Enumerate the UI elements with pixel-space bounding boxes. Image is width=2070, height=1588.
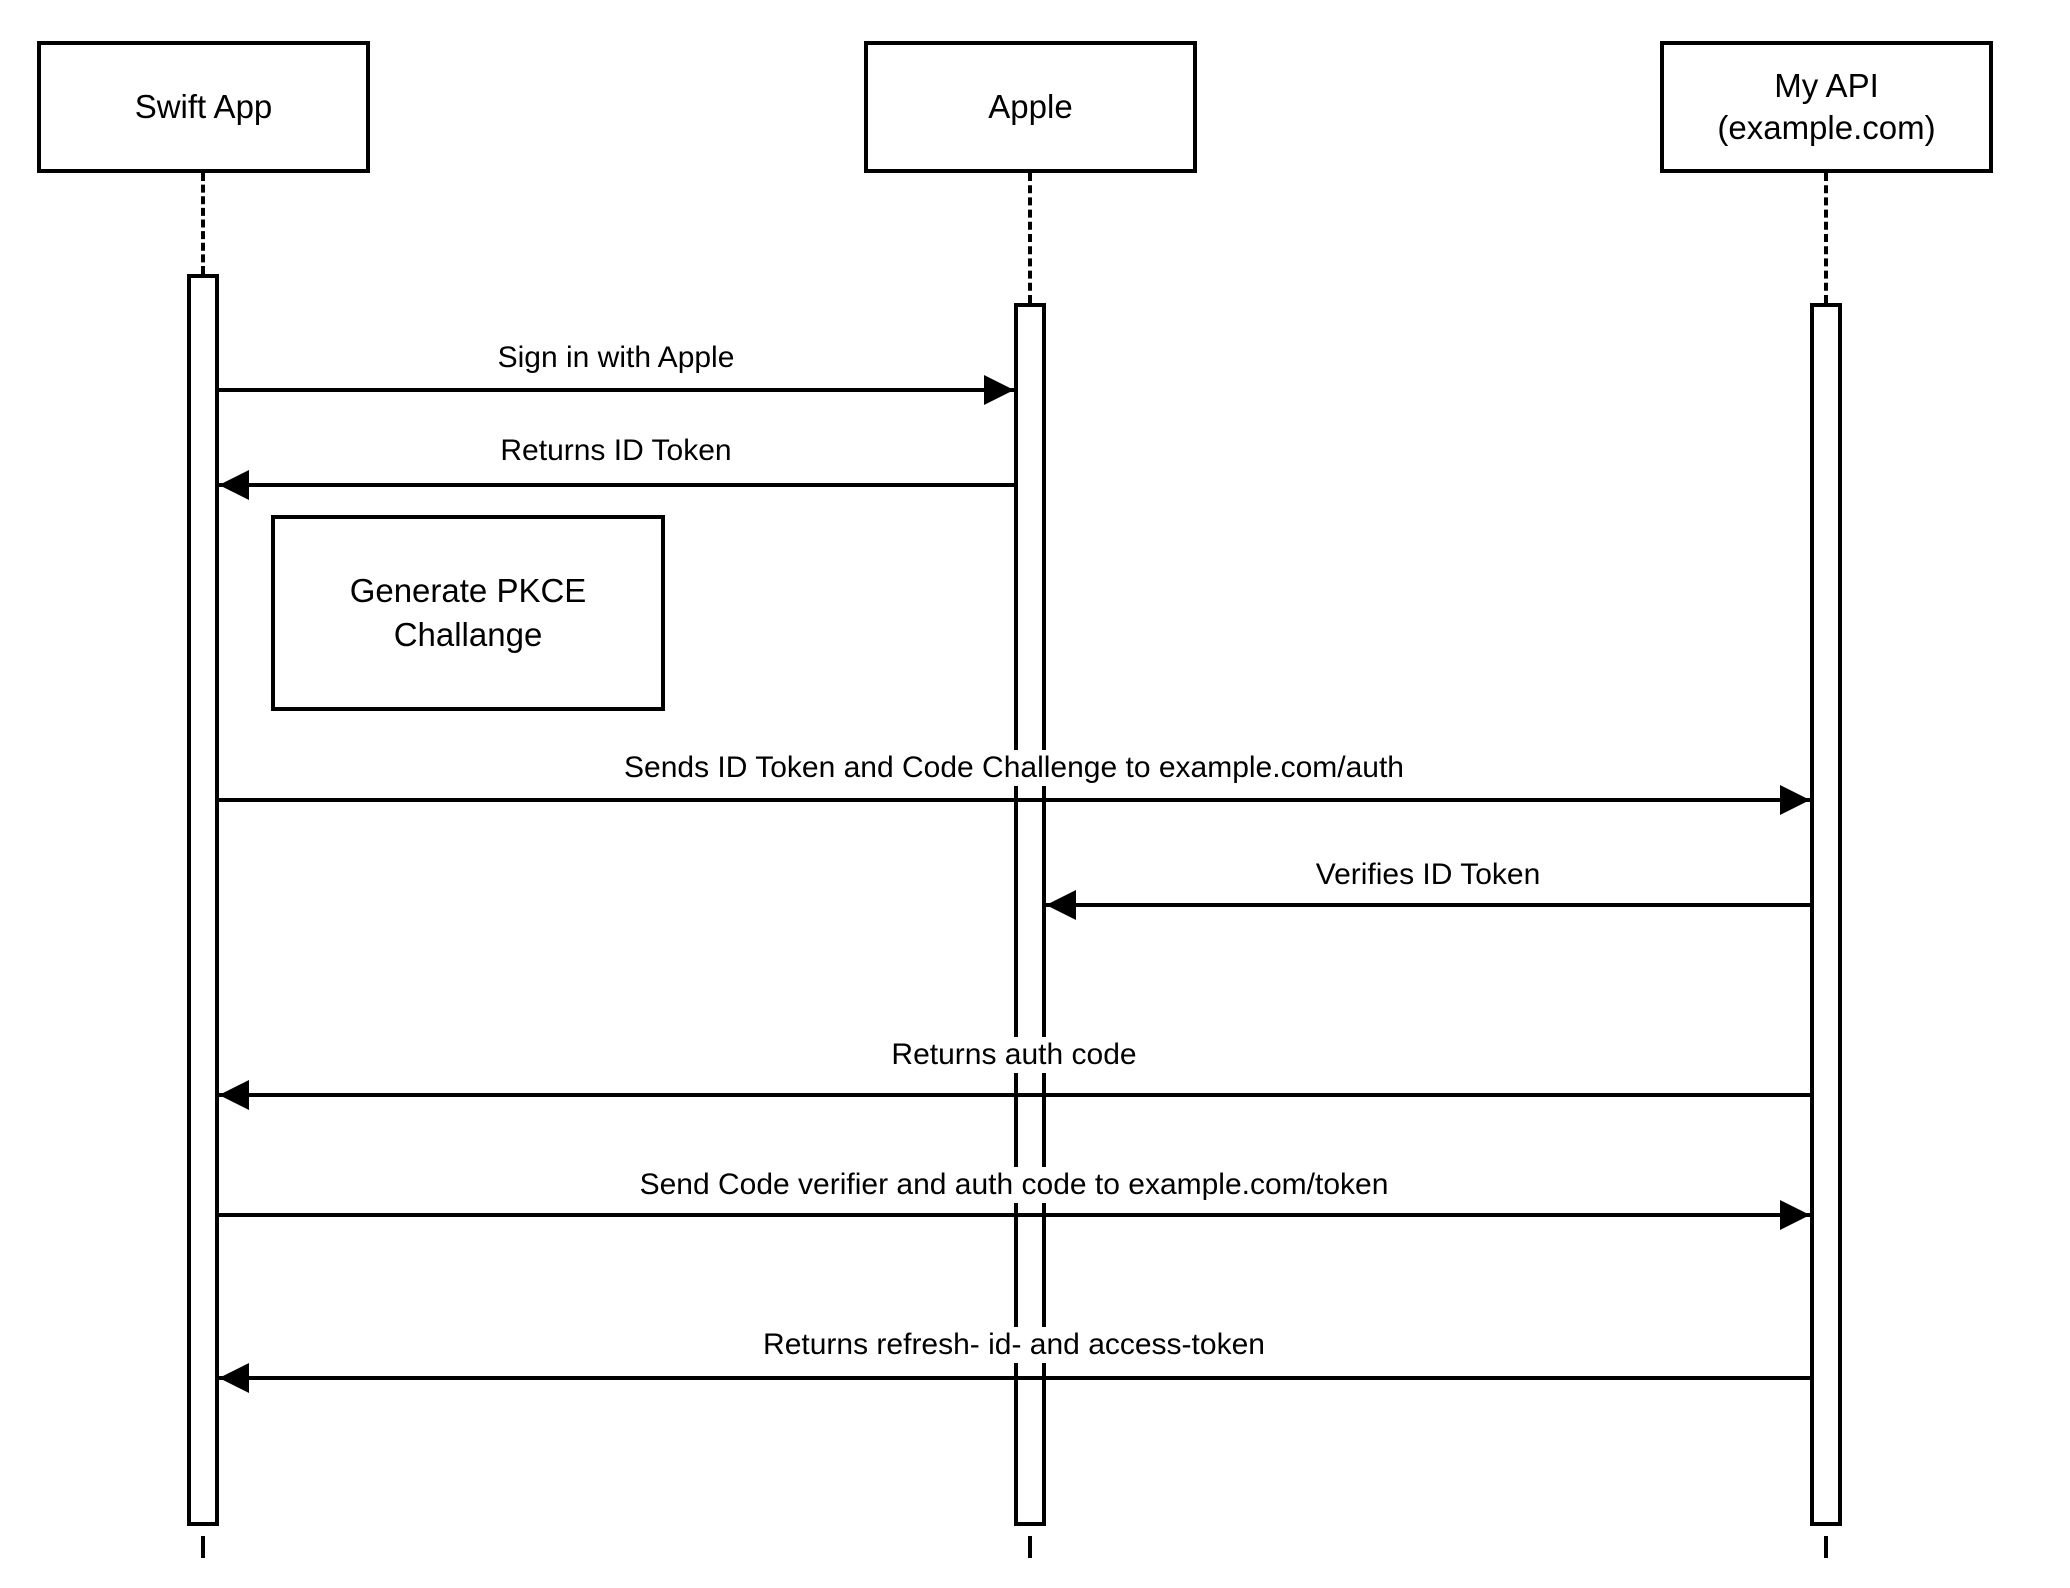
message-line-sign-in-with-apple [219, 388, 1014, 392]
message-line-send-code-verifier [219, 1213, 1810, 1217]
actor-box-swift-app: Swift App [37, 41, 370, 173]
arrowhead-left-icon [1046, 890, 1076, 920]
message-label-verifies-id-token: Verifies ID Token [1305, 857, 1551, 893]
message-label-returns-id-token: Returns ID Token [490, 433, 742, 469]
lifeline-swift-app [201, 173, 205, 274]
activation-bar-my-api [1810, 303, 1842, 1526]
message-line-verifies-id-token [1046, 903, 1810, 907]
message-line-returns-tokens [219, 1376, 1810, 1380]
arrowhead-right-icon [1780, 785, 1810, 815]
arrowhead-left-icon [219, 1080, 249, 1110]
message-label-sign-in-with-apple: Sign in with Apple [487, 340, 745, 376]
lifeline-bottom-apple [1028, 1536, 1032, 1558]
message-line-returns-auth-code [219, 1093, 1810, 1097]
activation-bar-swift-app [187, 274, 219, 1526]
message-label-returns-tokens: Returns refresh- id- and access-token [753, 1327, 1275, 1363]
actor-label-my-api: My API (example.com) [1717, 67, 1936, 146]
arrowhead-left-icon [219, 1363, 249, 1393]
activation-bar-apple [1014, 303, 1046, 1526]
message-line-sends-id-token-code-challenge [219, 798, 1810, 802]
message-label-sends-id-token-code-challenge: Sends ID Token and Code Challenge to exa… [614, 750, 1414, 786]
actor-box-apple: Apple [864, 41, 1197, 173]
pkce-note-label: Generate PKCE Challange [349, 572, 587, 653]
message-label-send-code-verifier: Send Code verifier and auth code to exam… [629, 1167, 1399, 1203]
pkce-note-box: Generate PKCE Challange [271, 515, 665, 711]
actor-label-swift-app: Swift App [134, 88, 273, 125]
arrowhead-right-icon [1780, 1200, 1810, 1230]
lifeline-bottom-my-api [1824, 1536, 1828, 1558]
arrowhead-right-icon [984, 375, 1014, 405]
actor-label-apple: Apple [988, 88, 1073, 125]
actor-box-my-api: My API (example.com) [1660, 41, 1993, 173]
message-line-returns-id-token [219, 483, 1014, 487]
message-label-returns-auth-code: Returns auth code [881, 1037, 1147, 1073]
lifeline-bottom-swift-app [201, 1536, 205, 1558]
arrowhead-left-icon [219, 470, 249, 500]
lifeline-apple [1028, 173, 1032, 303]
lifeline-my-api [1824, 173, 1828, 303]
